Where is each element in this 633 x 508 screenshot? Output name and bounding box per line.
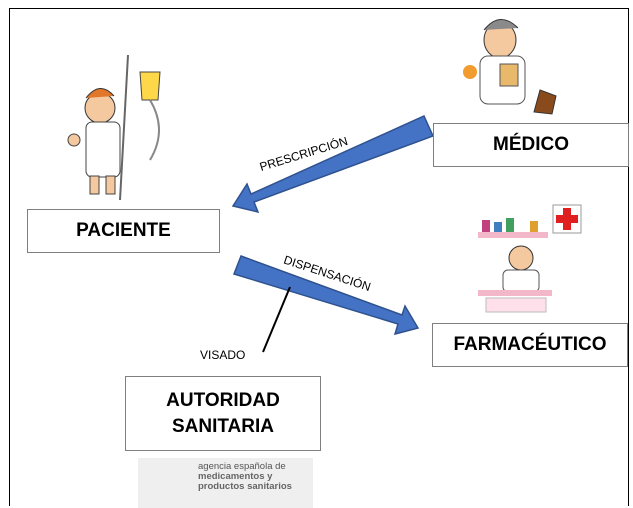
medico-box: MÉDICO [433,123,629,167]
autoridad-label-line1: AUTORIDAD [166,389,280,411]
paciente-label: PACIENTE [76,220,171,241]
patient-illustration [67,54,161,201]
pharmacist-illustration [478,204,582,313]
dispensacion-arrow [233,255,420,336]
agency-logo-line1: agencia española de [198,461,286,472]
doctor-illustration [463,19,557,115]
agency-logo: agencia española de medicamentos y produ… [138,458,313,508]
farmaceutico-label: FARMACÉUTICO [453,334,607,355]
prescripcion-arrow [231,115,435,214]
farmaceutico-box: FARMACÉUTICO [432,323,628,367]
agency-logo-line2: medicamentos y [198,471,273,482]
autoridad-label-line2: SANITARIA [171,415,275,437]
paciente-box: PACIENTE [27,209,220,253]
medico-label: MÉDICO [493,134,569,155]
agency-logo-line3: productos sanitarios [198,481,292,492]
diagram-frame [9,8,629,506]
visado-line [262,286,291,353]
agency-logo-text: agencia española de medicamentos y produ… [198,462,292,492]
autoridad-sanitaria-box: AUTORIDAD SANITARIA [125,376,321,451]
visado-label: VISADO [200,348,246,362]
